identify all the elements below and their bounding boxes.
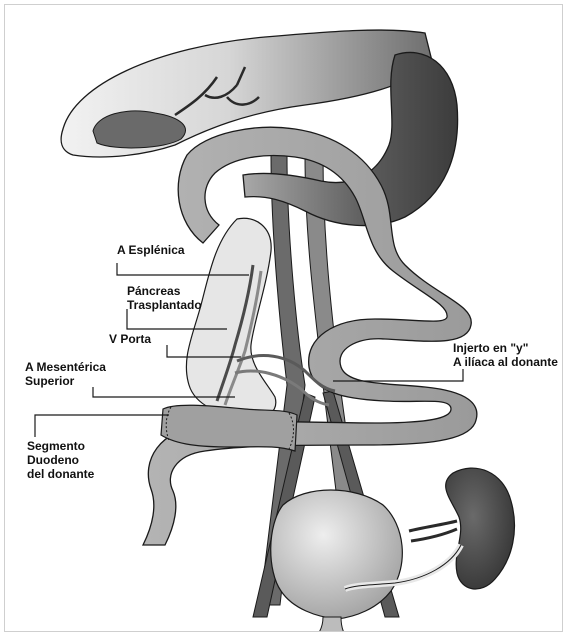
label-duodenum-line1: Segmento	[27, 439, 85, 453]
label-sma-line1: A Mesentérica	[25, 360, 106, 374]
label-pancreas-line2: Trasplantado	[127, 298, 202, 312]
label-portal-vein: V Porta	[109, 332, 151, 346]
label-graft-line1: Injerto en "y"	[453, 341, 528, 355]
renal-vessels	[409, 521, 457, 541]
bladder	[271, 490, 403, 619]
urethra	[311, 617, 351, 632]
label-duodenum-line3: del donante	[27, 467, 94, 481]
leader-duodenum	[35, 415, 169, 437]
label-graft-line2: A ilíaca al donante	[453, 355, 558, 369]
label-duodenum-line2: Duodeno	[27, 453, 79, 467]
illustration-frame: A Esplénica Páncreas Trasplantado V Port…	[4, 4, 563, 632]
label-sma-line2: Superior	[25, 374, 74, 388]
anatomy-illustration	[5, 5, 563, 632]
label-pancreas-line1: Páncreas	[127, 284, 180, 298]
label-splenic-artery: A Esplénica	[117, 243, 185, 257]
